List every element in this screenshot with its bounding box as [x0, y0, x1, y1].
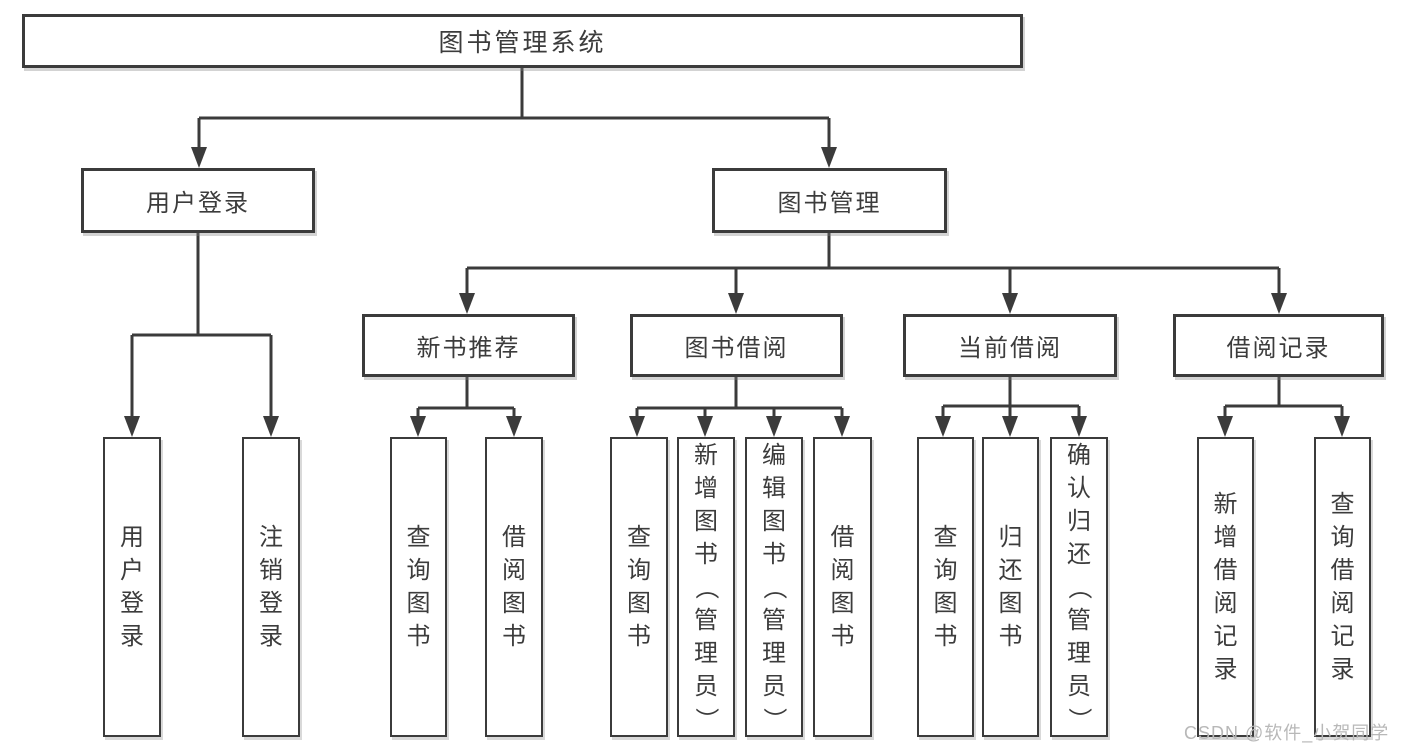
node-book-management-branch: 图书管理 [712, 168, 947, 233]
node-system-root: 图书管理系统 [22, 14, 1023, 68]
node-new-book-recommend-label: 新书推荐 [416, 335, 521, 362]
connector-user-login-to-leaves [124, 232, 279, 437]
connector-new-books-to-leaves [410, 377, 522, 437]
node-new-book-recommend: 新书推荐 [362, 314, 575, 377]
leaf-return-books: 归还图书 [982, 437, 1039, 737]
leaf-query-books-current-label: 查询图书 [933, 524, 958, 650]
leaf-borrow-books-label: 借阅图书 [830, 524, 855, 650]
leaf-add-borrow-record-label: 新增借阅记录 [1213, 491, 1238, 683]
leaf-logout-label: 注销登录 [259, 524, 283, 650]
node-current-borrowing: 当前借阅 [903, 314, 1117, 377]
leaf-add-book-admin: 新增图书（管理员） [677, 437, 735, 737]
connector-borrow-records-to-leaves [1217, 377, 1350, 437]
leaf-query-books-borrowing: 查询图书 [610, 437, 668, 737]
leaf-edit-book-admin-label: 编辑图书（管理员） [760, 441, 788, 732]
node-user-login-branch-label: 用户登录 [146, 190, 250, 217]
leaf-query-books-recommend: 查询图书 [390, 437, 447, 737]
csdn-watermark: CSDN @软件_小贺同学 [1184, 723, 1390, 743]
leaf-user-login: 用户登录 [103, 437, 161, 737]
leaf-confirm-return-admin: 确认归还（管理员） [1050, 437, 1108, 737]
leaf-logout: 注销登录 [242, 437, 300, 737]
leaf-query-borrow-record: 查询借阅记录 [1314, 437, 1371, 737]
leaf-add-book-admin-label: 新增图书（管理员） [692, 441, 720, 732]
connector-current-borrow-to-leaves [935, 377, 1087, 437]
leaf-user-login-label: 用户登录 [120, 524, 144, 650]
node-book-management-branch-label: 图书管理 [777, 190, 882, 217]
leaf-edit-book-admin: 编辑图书（管理员） [745, 437, 803, 737]
node-system-root-label: 图书管理系统 [438, 29, 607, 57]
connector-book-mgmt-to-level3 [459, 232, 1287, 314]
connector-book-borrow-to-leaves [629, 377, 850, 437]
leaf-return-books-label: 归还图书 [998, 524, 1023, 650]
leaf-add-borrow-record: 新增借阅记录 [1197, 437, 1254, 737]
leaf-query-borrow-record-label: 查询借阅记录 [1330, 491, 1355, 683]
node-book-borrowing: 图书借阅 [630, 314, 843, 377]
node-book-borrowing-label: 图书借阅 [684, 335, 789, 362]
leaf-borrow-books-recommend: 借阅图书 [485, 437, 543, 737]
node-current-borrowing-label: 当前借阅 [958, 335, 1062, 362]
leaf-borrow-books-recommend-label: 借阅图书 [502, 524, 526, 650]
leaf-query-books-recommend-label: 查询图书 [406, 524, 431, 650]
leaf-confirm-return-admin-label: 确认归还（管理员） [1065, 441, 1093, 732]
leaf-query-books-borrowing-label: 查询图书 [627, 524, 651, 650]
node-borrowing-records: 借阅记录 [1173, 314, 1384, 377]
leaf-borrow-books: 借阅图书 [813, 437, 872, 737]
leaf-query-books-current: 查询图书 [917, 437, 974, 737]
node-user-login-branch: 用户登录 [81, 168, 315, 233]
connector-root-to-level2 [191, 68, 837, 168]
node-borrowing-records-label: 借阅记录 [1226, 335, 1331, 362]
